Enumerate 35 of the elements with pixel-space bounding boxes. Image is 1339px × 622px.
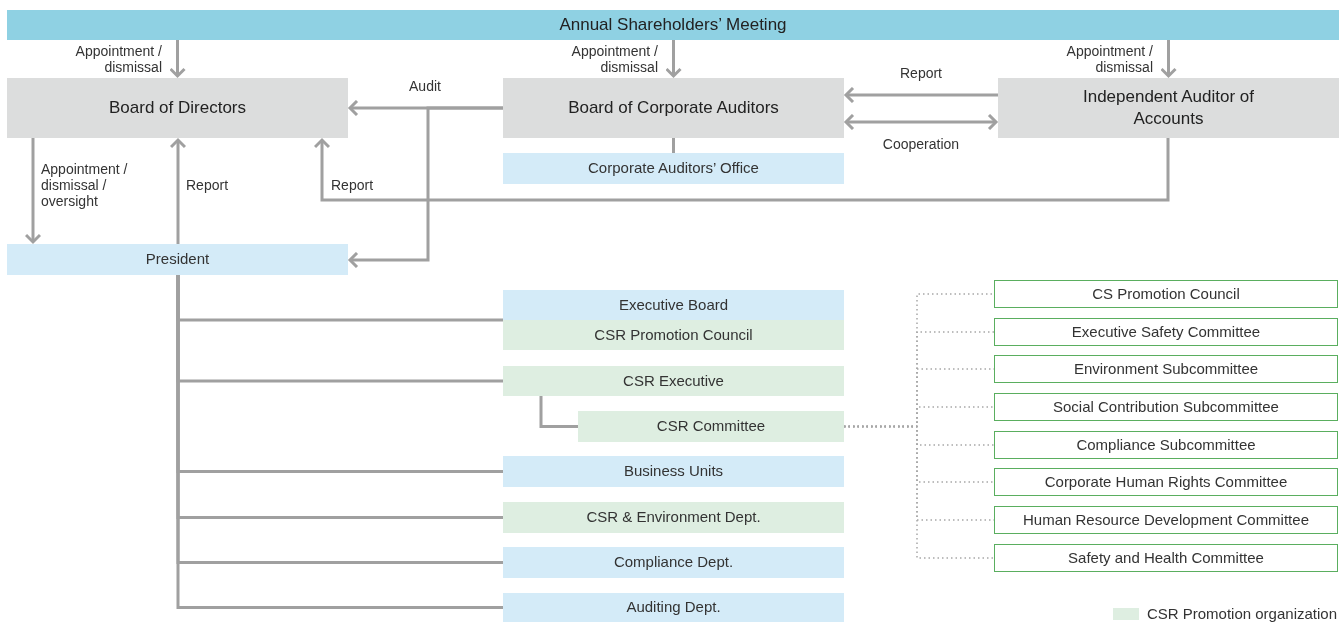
committee-box: Social Contribution Subcommittee xyxy=(994,393,1338,421)
org-box: Compliance Dept. xyxy=(503,547,844,578)
board-box: Board of Corporate Auditors xyxy=(503,78,844,138)
arrow xyxy=(665,40,682,78)
arrow xyxy=(844,86,998,104)
committee-box: Compliance Subcommittee xyxy=(994,431,1338,459)
committee-box: Corporate Human Rights Committee xyxy=(994,468,1338,496)
csr-org-box: CSR & Environment Dept. xyxy=(503,502,844,533)
org-box: Executive Board xyxy=(503,290,844,320)
auditor-box: Independent Auditor of Accounts xyxy=(998,78,1339,138)
arrow xyxy=(1160,40,1177,78)
president-box: President xyxy=(7,244,348,275)
connector-line xyxy=(539,396,578,428)
arrow xyxy=(169,138,187,244)
arrow xyxy=(844,113,998,131)
csr-org-box: CSR Executive xyxy=(503,366,844,396)
office-box: Corporate Auditors’ Office xyxy=(503,153,844,184)
org-box: Auditing Dept. xyxy=(503,593,844,622)
arrow xyxy=(313,138,1170,202)
arrow xyxy=(24,138,42,244)
connector-line xyxy=(672,138,675,153)
meeting-bar: Annual Shareholders’ Meeting xyxy=(7,10,1339,40)
committee-box: CS Promotion Council xyxy=(994,280,1338,308)
committee-box: Safety and Health Committee xyxy=(994,544,1338,572)
dotted-connector xyxy=(843,425,995,559)
org-box: Business Units xyxy=(503,456,844,487)
csr-org-box: CSR Promotion Council xyxy=(503,320,844,350)
committee-box: Environment Subcommittee xyxy=(994,355,1338,383)
committee-box: Human Resource Development Committee xyxy=(994,506,1338,534)
board-box: Board of Directors xyxy=(7,78,348,138)
csr-org-box: CSR Committee xyxy=(578,411,844,442)
legend-text: CSR Promotion organization xyxy=(1146,606,1337,622)
committee-box: Executive Safety Committee xyxy=(994,318,1338,346)
arrow xyxy=(348,106,503,269)
arrow xyxy=(169,40,186,78)
